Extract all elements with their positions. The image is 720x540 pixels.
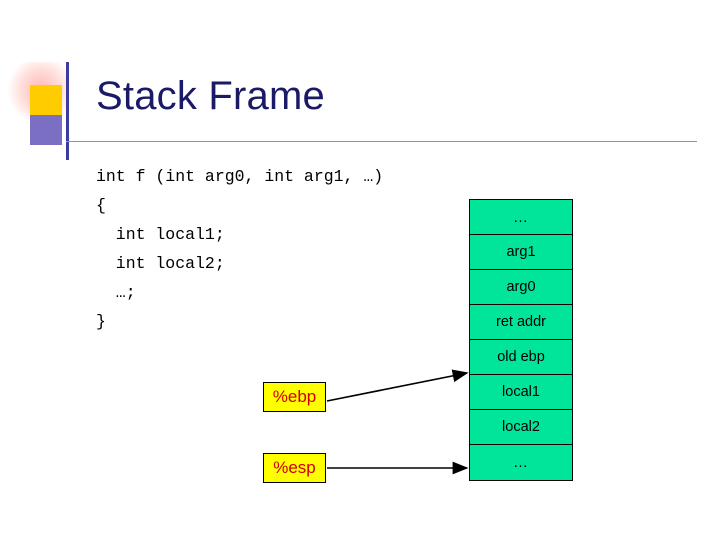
esp-register-box: %esp <box>263 453 326 483</box>
stack-cell-ret-addr: ret addr <box>470 305 572 340</box>
decorative-purple-square <box>30 115 62 145</box>
ebp-arrow <box>326 369 469 402</box>
stack-cell-old-ebp: old ebp <box>470 340 572 375</box>
stack-diagram: … arg1 arg0 ret addr old ebp local1 loca… <box>469 199 573 481</box>
ebp-register-box: %ebp <box>263 382 326 412</box>
stack-cell-local1: local1 <box>470 375 572 410</box>
stack-cell-arg0: arg0 <box>470 270 572 305</box>
title-underline-rule <box>66 141 697 142</box>
code-block: int f (int arg0, int arg1, …) { int loca… <box>96 167 384 331</box>
decorative-vertical-line <box>66 62 69 160</box>
page-title: Stack Frame <box>96 74 325 118</box>
decorative-yellow-square <box>30 85 62 115</box>
stack-cell-top-ellipsis: … <box>470 200 572 235</box>
stack-cell-arg1: arg1 <box>470 235 572 270</box>
stack-cell-bottom-ellipsis: … <box>470 445 572 480</box>
stack-cell-local2: local2 <box>470 410 572 445</box>
